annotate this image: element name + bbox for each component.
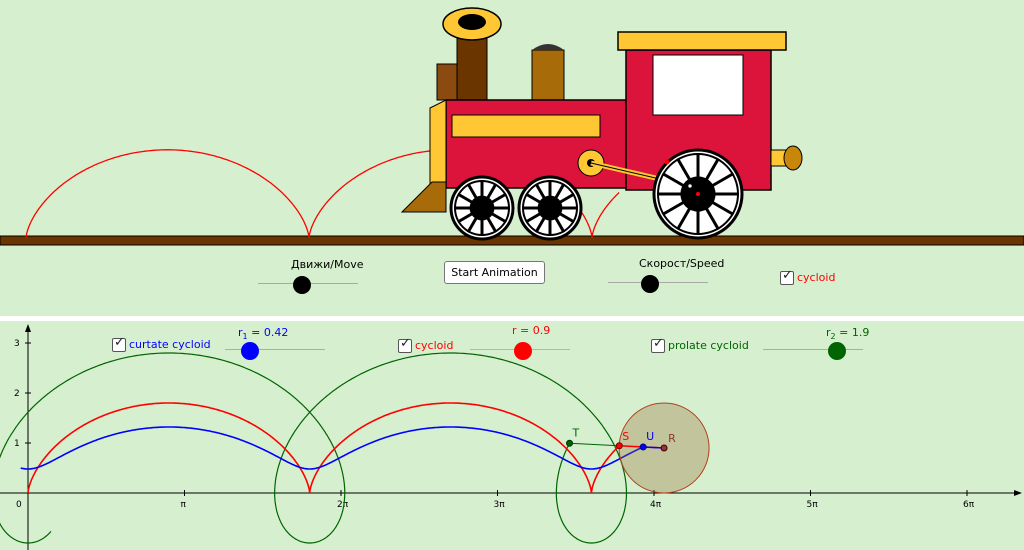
move-slider-knob[interactable]	[293, 276, 311, 294]
steam-dome-top	[532, 44, 564, 50]
top-cycloid-label: cycloid	[797, 271, 836, 284]
train-cycloid-path	[25, 149, 620, 238]
curtate-checkbox[interactable]	[112, 335, 126, 352]
r2-symbol: r	[826, 326, 831, 339]
start-animation-button[interactable]: Start Animation	[444, 261, 545, 284]
curtate-cycloid-path	[20, 426, 644, 470]
x-tick-label: 6π	[963, 500, 975, 510]
cycloid-graph-panel: 0 π 2π 3π 4π 5π 6π 1 2 3 T S U R curtate cycloid r1 …	[0, 321, 1024, 550]
r-slider-knob[interactable]	[514, 342, 532, 360]
cab-roof	[617, 31, 787, 51]
y-axis-arrow	[25, 324, 31, 332]
y-tick-label: 1	[14, 439, 20, 449]
front-wheel-2	[517, 175, 583, 241]
cab-window	[652, 54, 744, 116]
speed-slider-knob[interactable]	[641, 275, 659, 293]
point-u-label: U	[646, 430, 654, 443]
graph-axes: 0 π 2π 3π 4π 5π 6π 1 2 3	[0, 324, 1022, 550]
curtate-label: curtate cycloid	[129, 338, 211, 351]
point-t-label: T	[572, 426, 580, 439]
point-r-label: R	[668, 432, 676, 445]
r2-value: = 1.9	[835, 326, 870, 339]
wheel-marker-white	[687, 183, 693, 189]
point-s	[615, 442, 623, 450]
point-s-label: S	[622, 430, 629, 443]
x-tick-label: 5π	[807, 500, 819, 510]
cow-catcher	[400, 181, 447, 213]
y-tick-label: 3	[14, 339, 20, 349]
r1-value-label: r1 = 0.42	[238, 326, 288, 341]
r1-symbol: r	[238, 326, 243, 339]
speed-label: Скорост/Speed	[639, 257, 725, 270]
x-tick-label: 2π	[337, 500, 349, 510]
top-cycloid-checkbox[interactable]	[780, 268, 794, 285]
x-tick-label: π	[181, 500, 187, 510]
r2-slider-knob[interactable]	[828, 342, 846, 360]
train-scene	[0, 7, 1024, 246]
point-u	[639, 443, 647, 451]
r2-value-label: r2 = 1.9	[826, 326, 869, 341]
chimney-side	[436, 63, 458, 101]
r2-subscript: 2	[830, 332, 836, 342]
front-wheel-2-hub	[537, 195, 563, 221]
prolate-checkbox[interactable]	[651, 336, 665, 353]
point-t	[566, 439, 574, 447]
r1-slider-knob[interactable]	[241, 342, 259, 360]
train-locomotive	[400, 7, 803, 213]
move-label: Движи/Move	[291, 258, 364, 271]
x-tick-label: 3π	[494, 500, 506, 510]
chimney	[456, 37, 488, 101]
point-r	[660, 444, 668, 452]
prolate-cycloid-path	[0, 352, 628, 544]
cycloid-checkbox[interactable]	[398, 336, 412, 353]
rail-track	[0, 235, 1024, 246]
front-wheel-1-hub	[469, 195, 495, 221]
cycloid-label: cycloid	[415, 339, 454, 352]
x-axis-arrow	[1014, 490, 1022, 496]
r1-value: = 0.42	[247, 326, 289, 339]
train-scene-panel: Движи/Move Start Animation Скорост/Speed…	[0, 0, 1024, 316]
wheel-marker-red	[664, 159, 670, 165]
r1-subscript: 1	[242, 332, 248, 342]
steam-dome	[531, 49, 565, 101]
y-tick-label: 2	[14, 389, 20, 399]
front-plate	[429, 99, 447, 189]
cycloid-graph: 0 π 2π 3π 4π 5π 6π 1 2 3 T S U R	[0, 324, 1022, 550]
front-wheel-1	[449, 175, 515, 241]
boiler-stripe	[451, 114, 601, 138]
rear-buffer-cap	[783, 145, 803, 171]
prolate-label: prolate cycloid	[668, 339, 749, 352]
x-tick-label: 0	[16, 500, 22, 510]
x-tick-label: 4π	[650, 500, 662, 510]
chimney-opening	[458, 14, 486, 30]
r1-slider-track[interactable]	[225, 349, 325, 350]
boiler-body	[445, 99, 629, 189]
r-value-label: r = 0.9	[512, 324, 551, 337]
r2-slider-track[interactable]	[763, 349, 863, 350]
cycloid-path	[27, 402, 620, 493]
wheel-hub-marker	[696, 192, 700, 196]
